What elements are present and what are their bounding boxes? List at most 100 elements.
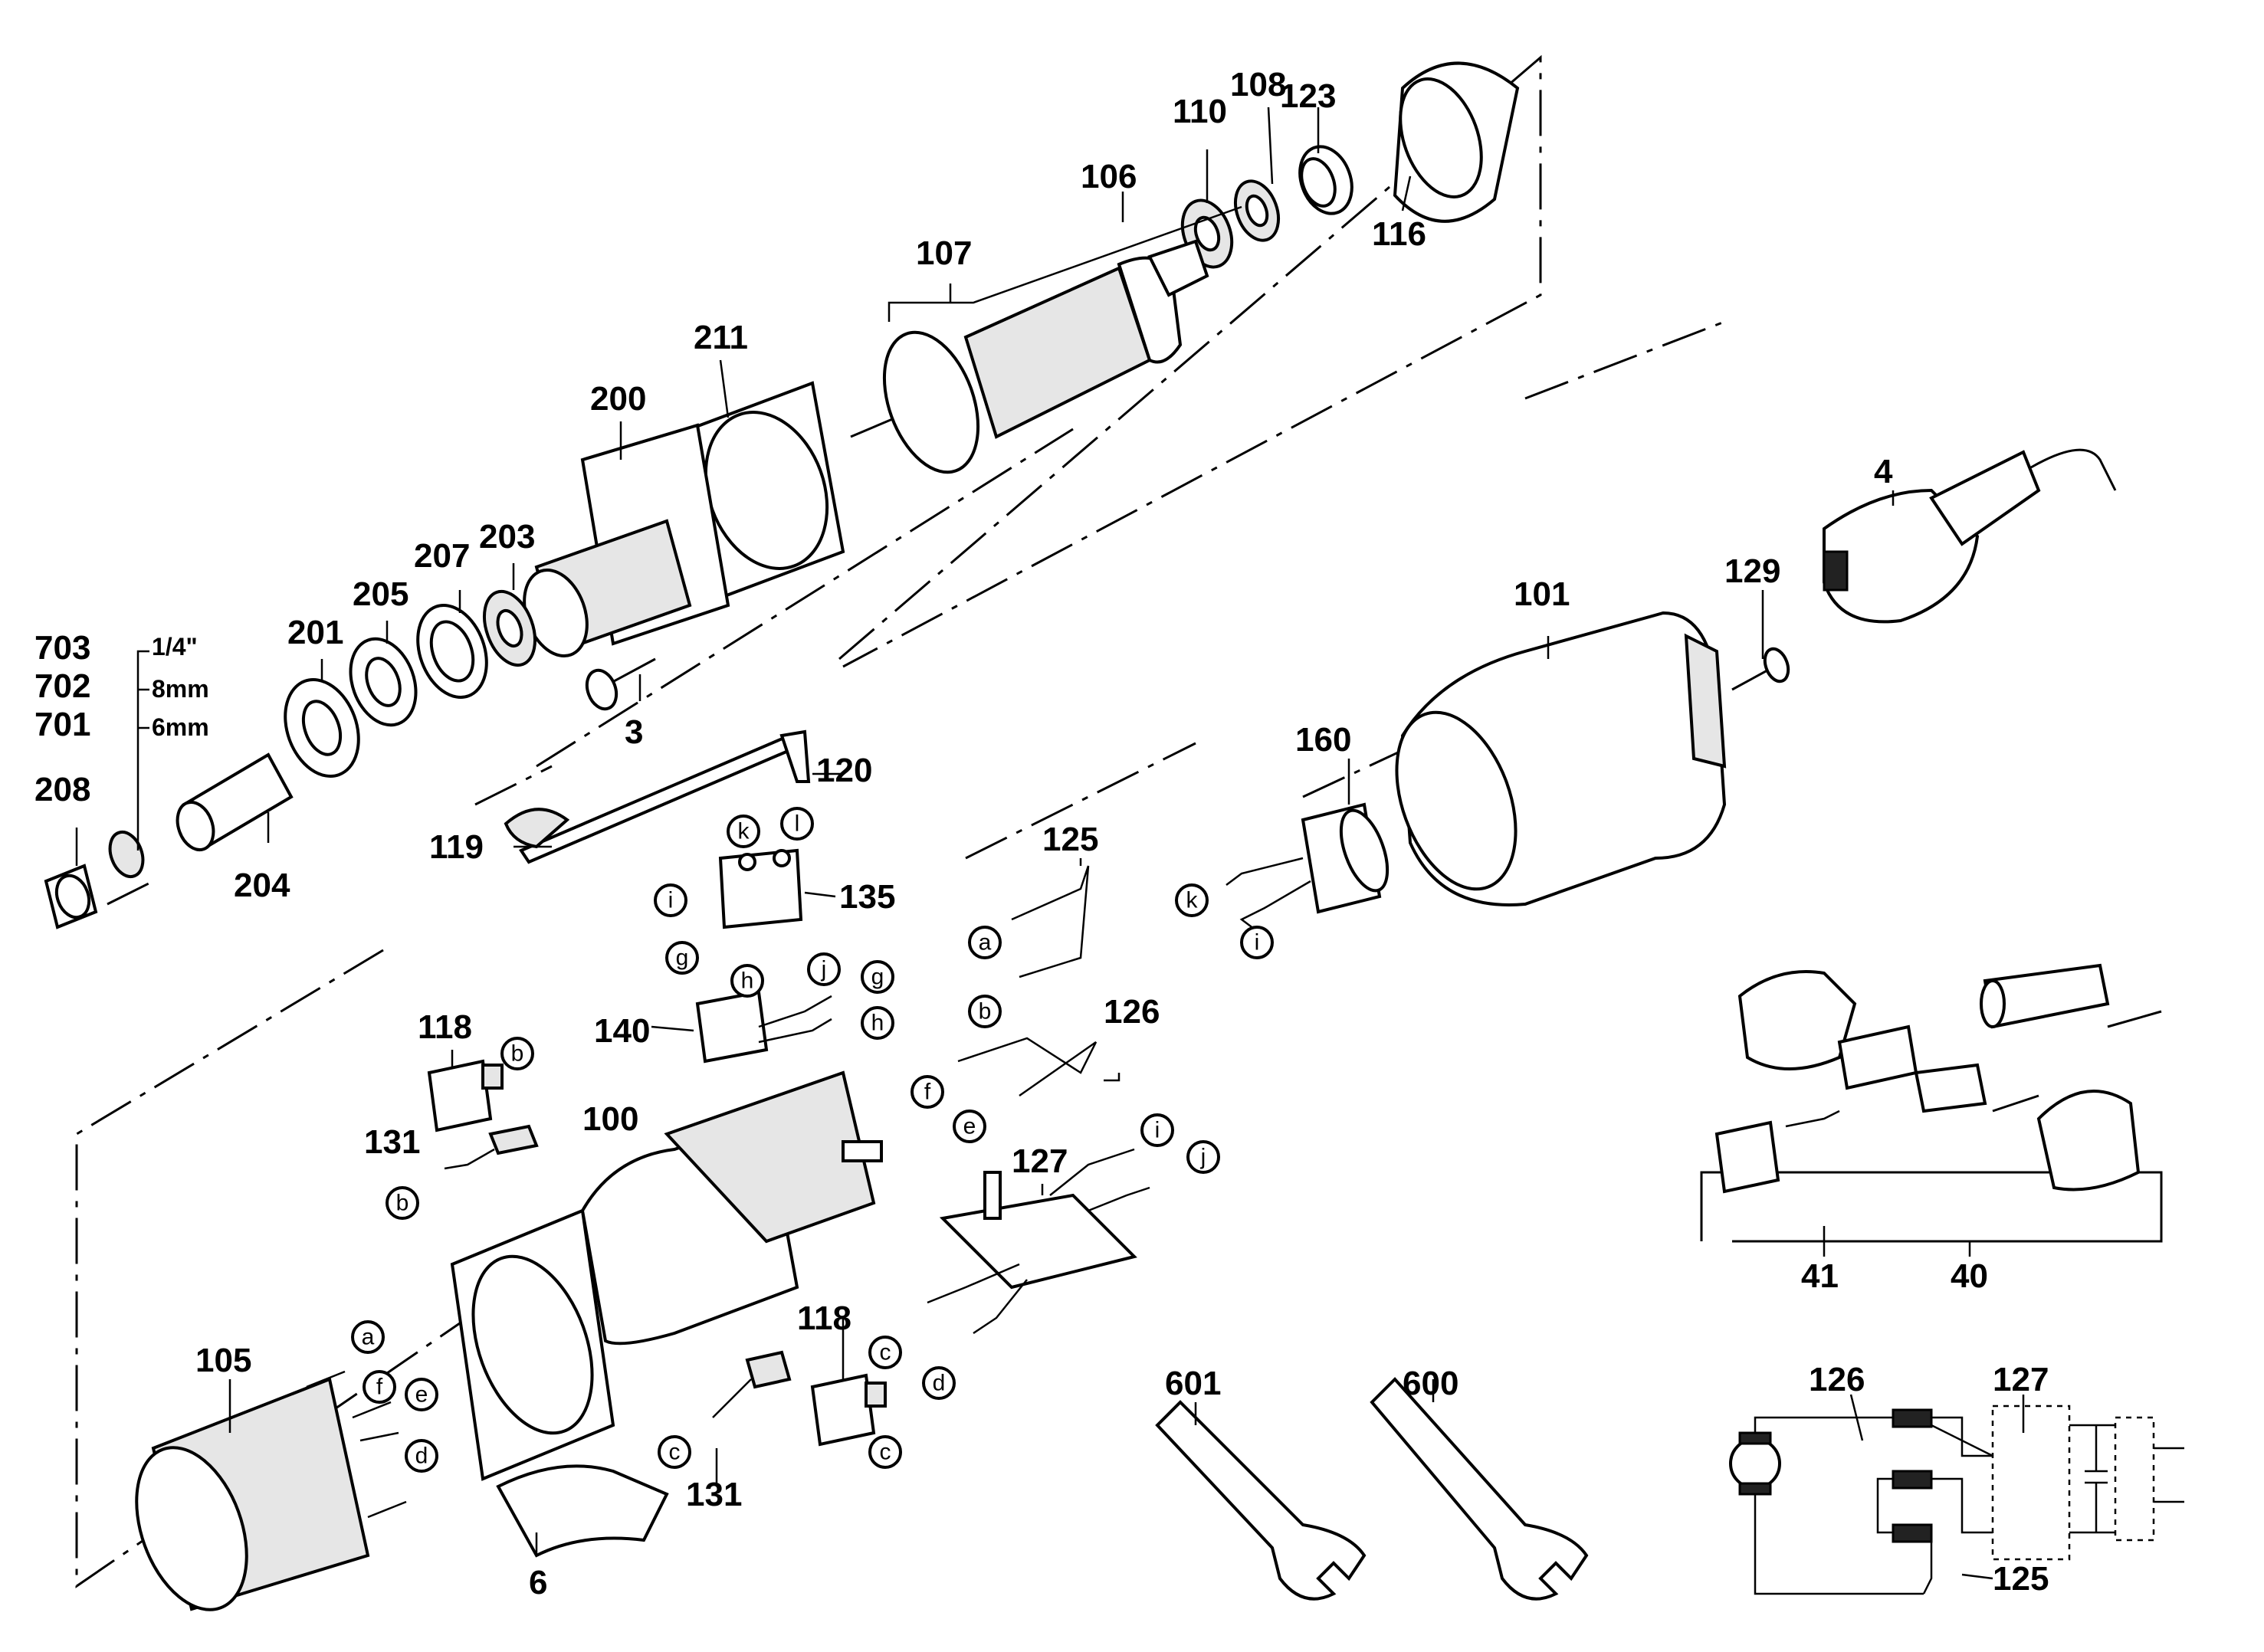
- svg-text:k: k: [738, 819, 750, 844]
- label-203: 203: [479, 518, 535, 556]
- label-116: 116: [1372, 215, 1426, 253]
- connector-k-switch: k: [727, 815, 760, 848]
- label-126: 126: [1104, 993, 1160, 1031]
- connector-e-126: e: [953, 1110, 986, 1143]
- connector-h-140: h: [861, 1006, 894, 1040]
- connector-k-160: k: [1175, 883, 1209, 917]
- label-41: 41: [1801, 1257, 1839, 1295]
- connector-g-switch: g: [665, 941, 699, 975]
- part-125-wire: [1011, 865, 1090, 978]
- svg-text:a: a: [979, 930, 992, 955]
- connector-b-131: b: [386, 1186, 419, 1220]
- svg-text:b: b: [396, 1191, 409, 1216]
- part-160-socket: [1226, 802, 1390, 932]
- label-110: 110: [1173, 93, 1227, 130]
- label-208: 208: [34, 771, 90, 808]
- label-125: 125: [1042, 821, 1098, 858]
- part-116-ring: [1393, 61, 1520, 223]
- part-601-wrench: [1155, 1400, 1367, 1601]
- part-6-label: [496, 1464, 669, 1558]
- connector-markers: k l i g h j a b k i g h f e b b i j a f …: [351, 807, 1274, 1473]
- wiring-schematic: [1729, 1405, 2184, 1595]
- inset-box: [1700, 963, 2163, 1243]
- label-201: 201: [287, 614, 343, 651]
- part-108-bearing: [1233, 179, 1281, 242]
- label-703: 703: [34, 629, 90, 667]
- part-131-brush-top: [444, 1124, 539, 1170]
- part-118-brush-holder-bottom: [810, 1373, 887, 1447]
- label-4: 4: [1874, 453, 1893, 490]
- part-205-ring: [349, 637, 418, 727]
- label-160: 160: [1295, 721, 1351, 759]
- connector-c-127: c: [868, 1336, 902, 1369]
- label-131-top: 131: [364, 1123, 420, 1161]
- part-labels: 106 107 110 108 123 116 211 200 203 207 …: [34, 66, 2049, 1601]
- svg-text:g: g: [676, 946, 689, 971]
- part-140-capacitor: [695, 990, 832, 1064]
- svg-text:f: f: [376, 1375, 383, 1400]
- svg-text:i: i: [1155, 1118, 1160, 1143]
- label-204: 204: [234, 867, 290, 904]
- label-101: 101: [1514, 575, 1570, 613]
- svg-text:k: k: [1186, 888, 1199, 913]
- label-140: 140: [594, 1012, 650, 1050]
- label-6: 6: [529, 1564, 547, 1601]
- label-118-top: 118: [418, 1008, 472, 1046]
- svg-text:h: h: [741, 969, 754, 994]
- part-119-slider: [504, 808, 570, 849]
- connector-g-140: g: [861, 960, 894, 994]
- svg-text:j: j: [1200, 1145, 1206, 1170]
- svg-text:c: c: [880, 1340, 891, 1365]
- part-201-ring: [284, 678, 360, 778]
- svg-text:d: d: [933, 1371, 946, 1396]
- connector-f-105: f: [363, 1370, 396, 1404]
- part-106-armature: [850, 239, 1209, 474]
- label-3: 3: [625, 713, 643, 751]
- connector-d-105: d: [405, 1439, 438, 1473]
- label-127: 127: [1012, 1142, 1068, 1180]
- connector-c-118: c: [868, 1435, 902, 1469]
- label-106: 106: [1081, 158, 1137, 195]
- leader-lines: [75, 107, 2025, 1580]
- part-4-cord: [1823, 448, 2117, 624]
- connector-j-127: j: [1186, 1140, 1220, 1174]
- connector-f-126: f: [911, 1075, 944, 1109]
- svg-text:c: c: [880, 1440, 891, 1465]
- label-118-bottom: 118: [797, 1300, 851, 1337]
- connector-a-125: a: [968, 926, 1002, 959]
- label-40: 40: [1951, 1257, 1988, 1295]
- label-105: 105: [195, 1342, 251, 1379]
- connector-j-switch: j: [807, 952, 841, 986]
- label-129: 129: [1724, 552, 1780, 590]
- part-126-wire: [957, 1037, 1098, 1097]
- size-703: 1/4": [152, 633, 198, 660]
- label-702: 702: [34, 667, 90, 705]
- connector-i-127: i: [1140, 1113, 1174, 1147]
- part-123-sleeve: [1298, 145, 1353, 215]
- svg-text:i: i: [668, 888, 674, 913]
- connector-i-160: i: [1240, 926, 1274, 959]
- label-120: 120: [816, 752, 872, 789]
- connector-d-127: d: [922, 1366, 956, 1400]
- part-100-housing: [450, 1070, 883, 1481]
- svg-text:b: b: [511, 1041, 524, 1067]
- svg-text:g: g: [871, 965, 884, 990]
- part-129-screw: [1731, 647, 1790, 691]
- label-600: 600: [1403, 1365, 1458, 1402]
- label-107: 107: [916, 234, 972, 272]
- part-118-brush-holder-top: [427, 1059, 504, 1132]
- part-600-wrench: [1370, 1377, 1589, 1601]
- connector-h-switch: h: [730, 964, 764, 998]
- connector-i-switch: i: [654, 883, 687, 917]
- svg-text:b: b: [979, 999, 992, 1024]
- label-601: 601: [1165, 1365, 1221, 1402]
- label-126-schematic: 126: [1809, 1361, 1865, 1398]
- label-100: 100: [582, 1100, 638, 1138]
- label-125-schematic: 125: [1993, 1560, 2049, 1598]
- part-204-spindle: [176, 752, 294, 851]
- connector-e-105: e: [405, 1378, 438, 1411]
- label-127-schematic: 127: [1993, 1361, 2049, 1398]
- svg-text:f: f: [924, 1080, 931, 1105]
- label-119: 119: [429, 828, 484, 866]
- label-135: 135: [839, 878, 895, 916]
